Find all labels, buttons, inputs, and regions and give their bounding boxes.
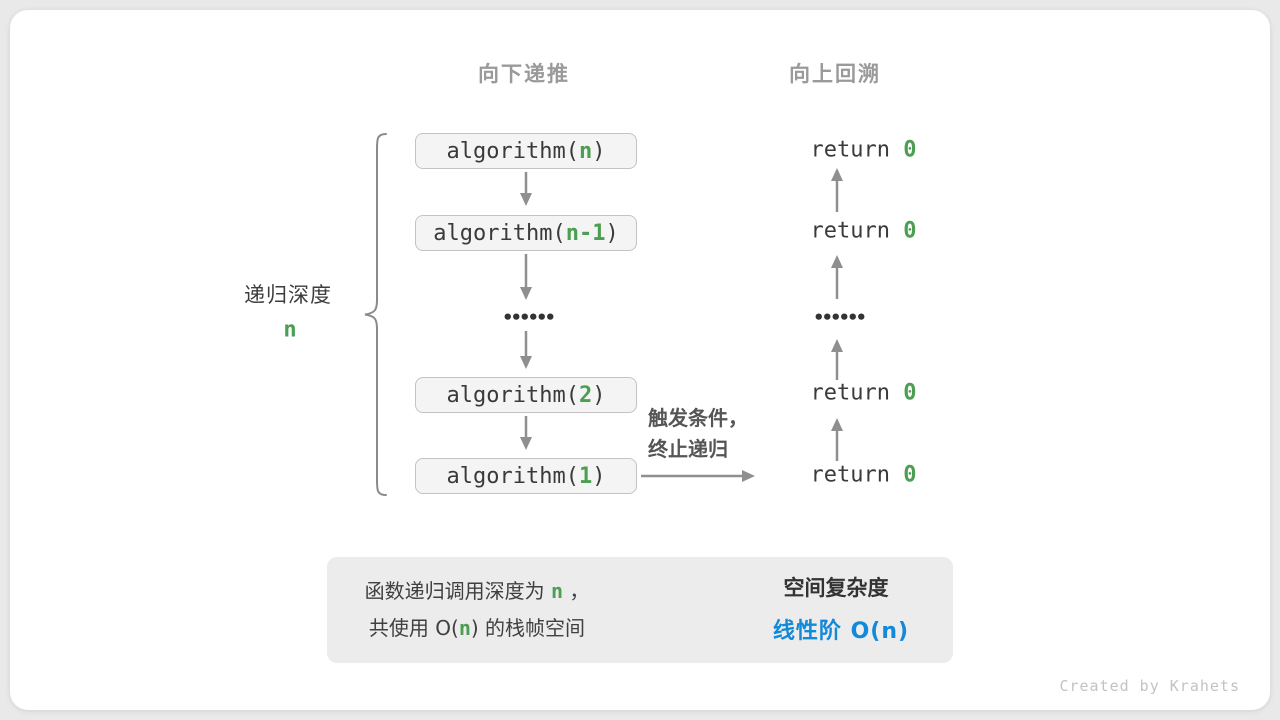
ellipsis: •••••• [812,307,867,329]
summary-result-value: 线性阶 O(n) [772,619,910,644]
code-text: ) [592,463,606,489]
summary-arg: n [458,616,471,640]
summary-line1: 函数递归调用深度为 n ， [365,573,590,610]
return-statement: return 0 [758,113,917,188]
header-backtrack-up: 向上回溯 [789,62,881,86]
code-arg: n [578,138,593,164]
ellipsis: •••••• [501,307,556,329]
summary-text: ， [563,579,590,603]
base-case-line1: 触发条件， [648,406,748,430]
call-box-algorithm-n: algorithm(n) [415,133,637,169]
summary-result-title: 空间复杂度 [783,576,889,600]
summary-line2: 共使用 O(n) 的栈帧空间 [365,610,590,647]
summary-text: 函数递归调用深度为 [364,579,551,603]
return-value: 0 [903,462,917,488]
depth-variable: n [283,317,297,343]
code-arg: n-1 [565,220,606,246]
summary-text: ) 的栈帧空间 [470,616,586,640]
depth-label: 递归深度 [244,283,332,307]
code-text: algorithm( [446,138,579,164]
code-text: return [810,380,904,406]
code-text: return [810,462,904,488]
return-value: 0 [903,137,917,163]
header-recurse-down: 向下递推 [478,62,570,86]
return-statement: return 0 [758,194,917,269]
summary-panel [327,557,953,663]
code-text: ) [592,138,606,164]
code-text: algorithm( [446,382,579,408]
code-text: ) [605,220,619,246]
summary-explanation: 函数递归调用深度为 n ， 共使用 O(n) 的栈帧空间 [365,573,590,647]
code-text: ) [592,382,606,408]
code-text: return [810,218,904,244]
base-case-note: 触发条件， 终止递归 [648,403,748,465]
call-box-algorithm-n-1: algorithm(n-1) [415,215,637,251]
call-box-algorithm-1: algorithm(1) [415,458,637,494]
code-text: return [810,137,904,163]
summary-arg: n [550,579,564,603]
code-text: algorithm( [446,463,579,489]
return-value: 0 [903,218,917,244]
code-text: algorithm( [433,220,566,246]
summary-text: 共使用 O( [368,616,459,640]
base-case-line2: 终止递归 [648,437,728,461]
code-arg: 1 [578,463,593,489]
call-box-algorithm-2: algorithm(2) [415,377,637,413]
return-value: 0 [903,380,917,406]
code-arg: 2 [578,382,593,408]
credit-text: Created by Krahets [1059,677,1240,695]
return-statement: return 0 [758,356,917,431]
return-statement: return 0 [758,438,917,513]
